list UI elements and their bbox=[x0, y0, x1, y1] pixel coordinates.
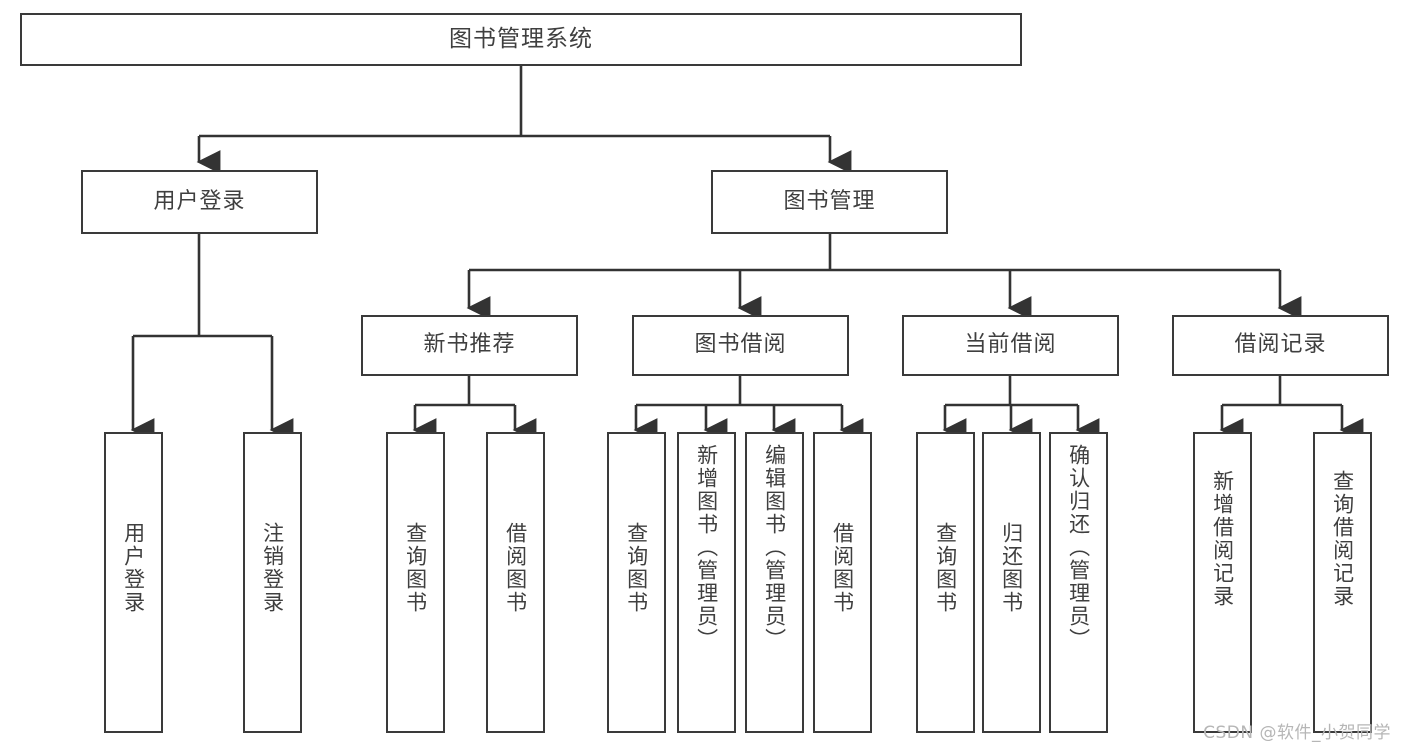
node-new-book-recommend-label: 新书推荐 bbox=[423, 332, 516, 358]
leaf-borrow-book-1[interactable]: 借阅图书 bbox=[486, 432, 545, 733]
node-book-manage[interactable]: 图书管理 bbox=[711, 170, 948, 234]
leaf-edit-book-label: 编辑图书（管理员） bbox=[762, 444, 787, 651]
leaf-query-book-2-label: 查询图书 bbox=[624, 522, 649, 614]
leaf-query-borrow-record-label: 查询借阅记录 bbox=[1330, 470, 1355, 608]
node-book-borrow-label: 图书借阅 bbox=[694, 332, 787, 358]
leaf-query-borrow-record[interactable]: 查询借阅记录 bbox=[1313, 432, 1372, 733]
leaf-borrow-book-2-label: 借阅图书 bbox=[830, 522, 855, 614]
leaf-confirm-return-label: 确认归还（管理员） bbox=[1066, 444, 1091, 651]
node-root-label: 图书管理系统 bbox=[449, 25, 593, 52]
leaf-logout-login[interactable]: 注销登录 bbox=[243, 432, 302, 733]
node-new-book-recommend[interactable]: 新书推荐 bbox=[361, 315, 578, 376]
leaf-add-borrow-record[interactable]: 新增借阅记录 bbox=[1193, 432, 1252, 733]
node-borrow-record[interactable]: 借阅记录 bbox=[1172, 315, 1389, 376]
watermark: CSDN @软件_小贺同学 bbox=[1203, 723, 1391, 743]
leaf-query-book-1[interactable]: 查询图书 bbox=[386, 432, 445, 733]
leaf-user-login[interactable]: 用户登录 bbox=[104, 432, 163, 733]
node-current-borrow[interactable]: 当前借阅 bbox=[902, 315, 1119, 376]
leaf-confirm-return[interactable]: 确认归还（管理员） bbox=[1049, 432, 1108, 733]
node-root[interactable]: 图书管理系统 bbox=[20, 13, 1022, 66]
leaf-user-login-label: 用户登录 bbox=[121, 522, 146, 614]
leaf-add-borrow-record-label: 新增借阅记录 bbox=[1210, 470, 1235, 608]
leaf-return-book-label: 归还图书 bbox=[999, 522, 1024, 614]
node-current-borrow-label: 当前借阅 bbox=[964, 332, 1057, 358]
leaf-add-book[interactable]: 新增图书（管理员） bbox=[677, 432, 736, 733]
node-book-manage-label: 图书管理 bbox=[783, 188, 876, 214]
leaf-add-book-label: 新增图书（管理员） bbox=[694, 444, 719, 651]
node-user-login-label: 用户登录 bbox=[153, 188, 246, 214]
leaf-borrow-book-2[interactable]: 借阅图书 bbox=[813, 432, 872, 733]
leaf-query-book-3-label: 查询图书 bbox=[933, 522, 958, 614]
node-borrow-record-label: 借阅记录 bbox=[1234, 332, 1327, 358]
leaf-return-book[interactable]: 归还图书 bbox=[982, 432, 1041, 733]
leaf-query-book-2[interactable]: 查询图书 bbox=[607, 432, 666, 733]
leaf-borrow-book-1-label: 借阅图书 bbox=[503, 522, 528, 614]
leaf-query-book-1-label: 查询图书 bbox=[403, 522, 428, 614]
leaf-edit-book[interactable]: 编辑图书（管理员） bbox=[745, 432, 804, 733]
node-book-borrow[interactable]: 图书借阅 bbox=[632, 315, 849, 376]
leaf-query-book-3[interactable]: 查询图书 bbox=[916, 432, 975, 733]
node-user-login[interactable]: 用户登录 bbox=[81, 170, 318, 234]
leaf-logout-login-label: 注销登录 bbox=[260, 522, 285, 614]
